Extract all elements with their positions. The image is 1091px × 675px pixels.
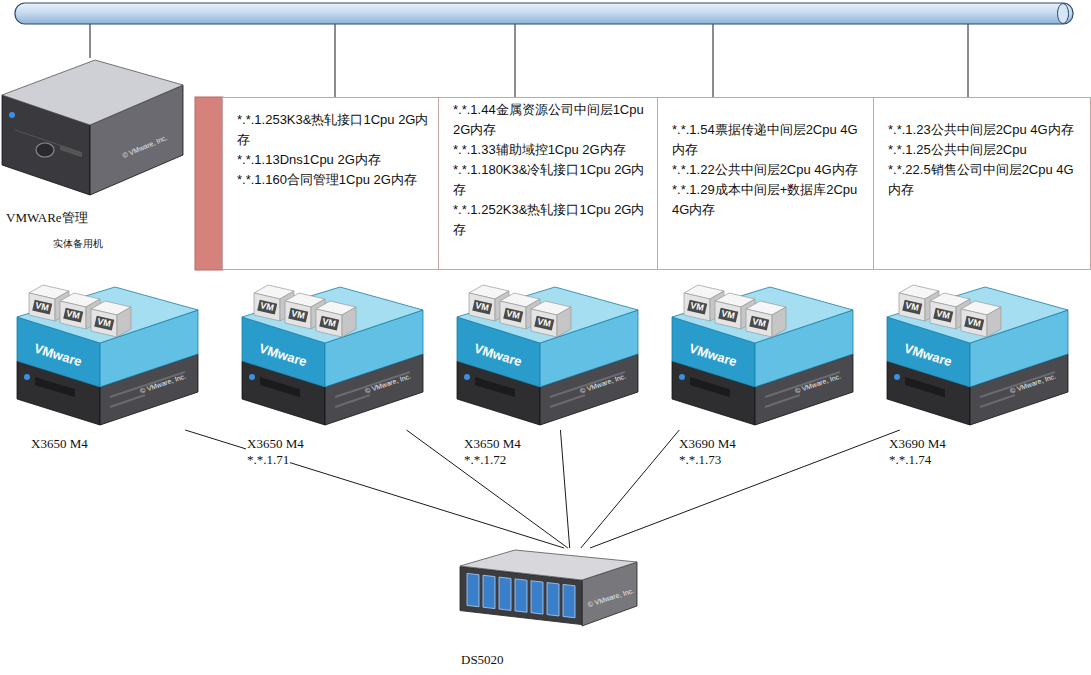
esxi-host: X3650 M4*.*.1.72VMVMVMVMware© VMware, In… <box>455 265 640 430</box>
esxi-host: X3690 M4*.*.1.74VMVMVMVMware© VMware, In… <box>885 265 1070 430</box>
device-address: *.*.1.74 <box>888 452 932 468</box>
vm-list-cell: *.*.1.23公共中间层2Cpu 4G内存*.*.1.25公共中间层2Cpu*… <box>873 97 1091 270</box>
device-name: DS5020 <box>460 652 505 668</box>
device-address: *.*.1.73 <box>678 452 722 468</box>
bus-drops <box>90 24 968 97</box>
vm-list-cell: *.*.1.54票据传递中间层2Cpu 4G内存*.*.1.22公共中间层2Cp… <box>657 97 874 270</box>
device-address: *.*.1.71 <box>246 452 290 468</box>
esxi-host: X3690 M4*.*.1.73VMVMVMVMware© VMware, In… <box>670 265 855 430</box>
esxi-host: X3650 M4*.*.1.71VMVMVMVMware© VMware, In… <box>240 265 425 430</box>
vm-entry: *.*.1.160合同管理1Cpu 2G内存 <box>237 170 433 190</box>
device-address: *.*.1.72 <box>463 452 507 468</box>
storage-link <box>590 430 900 548</box>
panel-stripe <box>195 97 223 270</box>
vm-entry: *.*.1.29成本中间层+数据库2Cpu 4G内存 <box>672 180 868 220</box>
vm-list-cell: *.*.1.44金属资源公司中间层1Cpu 2G内存*.*.1.33辅助域控1C… <box>438 97 658 270</box>
vm-entry: *.*.1.33辅助域控1Cpu 2G内存 <box>453 140 652 160</box>
device-name: X3650 M4 <box>30 436 89 452</box>
vm-entry: *.*.1.253K3&热轧接口1Cpu 2G内存 <box>237 110 433 150</box>
esxi-host: X3650 M4VMVMVMVMware© VMware, Inc. <box>15 265 200 430</box>
vm-entry: *.*.1.23公共中间层2Cpu 4G内存 <box>888 120 1085 140</box>
device-name: VMWARe管理 <box>5 210 89 226</box>
vm-entry: *.*.22.5销售公司中间层2Cpu 4G内存 <box>888 160 1085 200</box>
network-bus <box>15 3 1073 24</box>
storage-link <box>560 430 569 548</box>
device-address: 实体备用机 <box>52 236 104 252</box>
physical-server: VMWARe管理实体备用机© VMware, Inc. <box>0 55 185 205</box>
storage-link <box>185 430 564 548</box>
device-name: X3650 M4 <box>246 436 305 452</box>
vm-entry: *.*.1.22公共中间层2Cpu 4G内存 <box>672 160 868 180</box>
device-name: X3690 M4 <box>888 436 947 452</box>
vm-entry: *.*.1.44金属资源公司中间层1Cpu 2G内存 <box>453 100 652 140</box>
server-icon <box>0 55 185 205</box>
vm-entry: *.*.1.13Dns1Cpu 2G内存 <box>237 150 433 170</box>
vm-entry: *.*.1.252K3&热轧接口1Cpu 2G内存 <box>453 200 652 240</box>
vm-entry: *.*.1.180K3&冷轧接口1Cpu 2G内存 <box>453 160 652 200</box>
storage-link <box>407 430 568 548</box>
storage-array: DS5020© VMware, Inc. <box>455 548 640 648</box>
vm-entry: *.*.1.54票据传递中间层2Cpu 4G内存 <box>672 120 868 160</box>
vm-entry: *.*.1.25公共中间层2Cpu <box>888 140 1085 160</box>
device-name: X3650 M4 <box>463 436 522 452</box>
device-name: X3690 M4 <box>678 436 737 452</box>
vm-list-cell: *.*.1.253K3&热轧接口1Cpu 2G内存*.*.1.13Dns1Cpu… <box>222 97 439 270</box>
storage-link <box>581 430 679 548</box>
